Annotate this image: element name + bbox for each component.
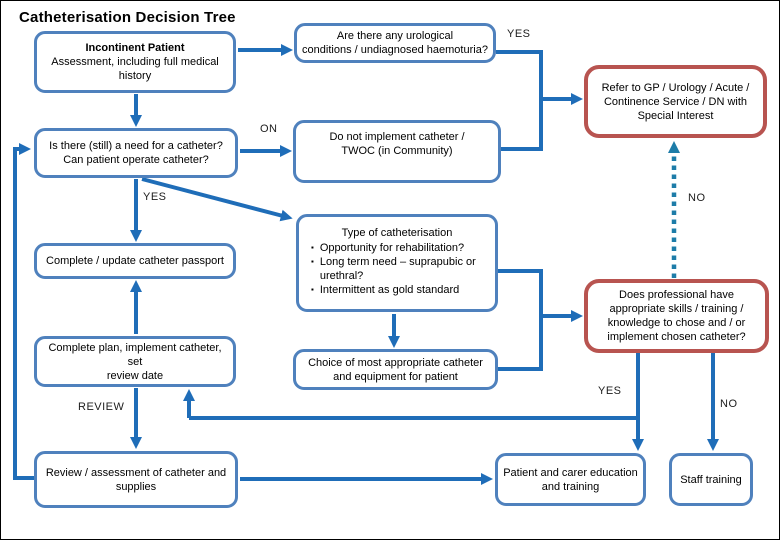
- label-yes-urological: YES: [507, 28, 531, 40]
- page-title: Catheterisation Decision Tree: [19, 9, 236, 26]
- node-choice-of-catheter: Choice of most appropriate catheter and …: [293, 349, 498, 390]
- node-patient-education: Patient and carer education and training: [495, 453, 646, 506]
- bullet-text-long-term: Long term need – suprapubic or urethral?: [319, 256, 476, 282]
- node-patient-education-text: Patient and carer education and training: [503, 466, 638, 493]
- label-no-skills: NO: [720, 398, 738, 410]
- label-no-dashed: NO: [688, 192, 706, 204]
- node-staff-training-text: Staff training: [680, 473, 742, 486]
- node-type-of-catheterisation: Type of catheterisation ▪ Opportunity fo…: [296, 214, 498, 312]
- node-incontinent-body: Assessment, including full medical histo…: [51, 56, 219, 82]
- bullet-icon: ▪: [311, 285, 314, 294]
- bullet-text-intermittent: Intermittent as gold standard: [319, 284, 460, 296]
- node-professional-skills: Does professional have appropriate skill…: [584, 279, 769, 353]
- node-type-heading: Type of catheterisation: [341, 227, 453, 239]
- type-bullet-list: ▪ Opportunity for rehabilitation? ▪ Long…: [303, 241, 491, 297]
- node-staff-training: Staff training: [669, 453, 753, 506]
- node-urological-text: Are there any urological conditions / un…: [302, 30, 488, 56]
- node-need-text: Is there (still) a need for a catheter? …: [49, 140, 223, 166]
- node-incontinent-heading: Incontinent Patient: [85, 42, 185, 54]
- label-on-need: ON: [260, 123, 278, 135]
- connector-type-choice-junction: [496, 269, 543, 371]
- node-review-assessment: Review / assessment of catheter and supp…: [34, 451, 238, 508]
- label-review: REVIEW: [78, 401, 125, 413]
- bullet-icon: ▪: [311, 257, 314, 266]
- node-refer-gp: Refer to GP / Urology / Acute / Continen…: [584, 65, 767, 138]
- bullet-text-rehabilitation: Opportunity for rehabilitation?: [319, 242, 465, 254]
- node-professional-skills-text: Does professional have appropriate skill…: [607, 289, 746, 343]
- arrow-review-feedback-to-need: [13, 143, 34, 480]
- node-catheter-passport: Complete / update catheter passport: [34, 243, 236, 279]
- node-do-not-implement: Do not implement catheter / TWOC (in Com…: [293, 120, 501, 183]
- list-item: ▪ Intermittent as gold standard: [311, 283, 489, 297]
- node-complete-plan-text: Complete plan, implement catheter, set r…: [48, 341, 222, 382]
- node-refer-text: Refer to GP / Urology / Acute / Continen…: [601, 81, 750, 122]
- node-urological-question: Are there any urological conditions / un…: [294, 23, 496, 63]
- node-complete-plan: Complete plan, implement catheter, set r…: [34, 336, 236, 387]
- node-do-not-implement-text: Do not implement catheter / TWOC (in Com…: [329, 131, 465, 157]
- list-item: ▪ Long term need – suprapubic or urethra…: [311, 255, 489, 283]
- bullet-icon: ▪: [311, 243, 314, 252]
- node-incontinent-patient: Incontinent Patient Assessment, includin…: [34, 31, 236, 93]
- label-yes-need: YES: [143, 191, 167, 203]
- connector-urological-twoc-junction: [496, 50, 543, 151]
- node-review-assessment-text: Review / assessment of catheter and supp…: [45, 466, 227, 493]
- node-need-question: Is there (still) a need for a catheter? …: [34, 128, 238, 178]
- label-yes-skills: YES: [598, 385, 622, 397]
- list-item: ▪ Opportunity for rehabilitation?: [311, 241, 489, 255]
- node-choice-of-catheter-text: Choice of most appropriate catheter and …: [308, 356, 483, 383]
- arrow-need-to-type: [141, 177, 293, 222]
- node-catheter-passport-text: Complete / update catheter passport: [46, 255, 224, 267]
